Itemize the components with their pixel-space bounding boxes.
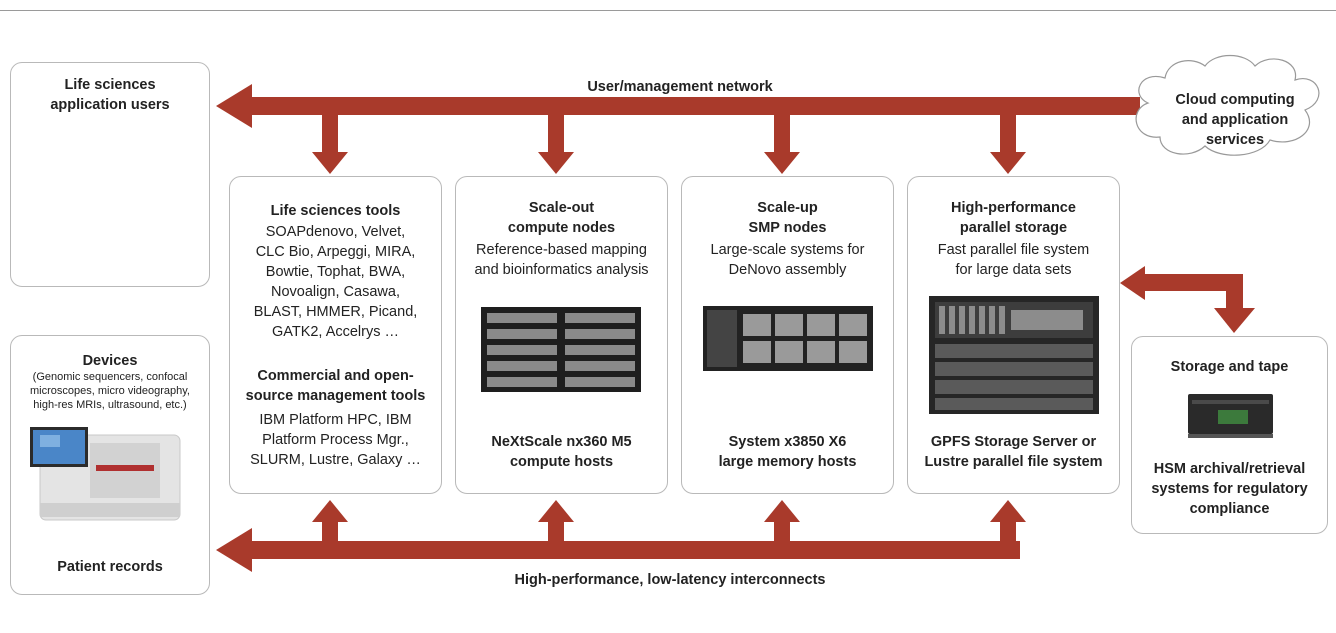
storage-tape-arrow [1120,266,1255,333]
x3850-server-image [703,306,873,371]
top-down-arrow [312,114,348,174]
sequencer-device-image [30,427,181,521]
storage-tape-title: Storage and tape [1170,359,1289,375]
devices-title: Devices [82,353,138,369]
tape-library-image [1188,394,1273,438]
top-down-arrow [764,114,800,174]
user-network-label: User/management network [587,79,773,95]
users-box [10,62,210,287]
top-down-arrow [538,114,574,174]
bottom-up-arrow [764,500,800,542]
tools-box [229,176,442,494]
interconnect-arrowhead [216,528,252,572]
gpfs-storage-image [929,296,1099,414]
nextscale-server-image [481,307,641,392]
cloud-shape [1135,55,1320,156]
user-network-arrowhead [216,84,252,128]
patient-records-label: Patient records [57,559,163,575]
mgmt-tools-title: Commercial and open-source management to… [245,368,426,404]
bottom-up-arrow [538,500,574,542]
user-network-bar [250,97,1140,115]
tools-title: Life sciences tools [270,203,401,219]
top-rule [0,10,1336,11]
tools-list: SOAPdenovo, Velvet,CLC Bio, Arpeggi, MIR… [253,224,418,340]
bottom-up-arrow [312,500,348,542]
top-down-arrow [990,114,1026,174]
interconnect-bar [250,541,1020,559]
bottom-up-arrow [990,500,1026,542]
interconnect-label: High-performance, low-latency interconne… [514,572,826,588]
